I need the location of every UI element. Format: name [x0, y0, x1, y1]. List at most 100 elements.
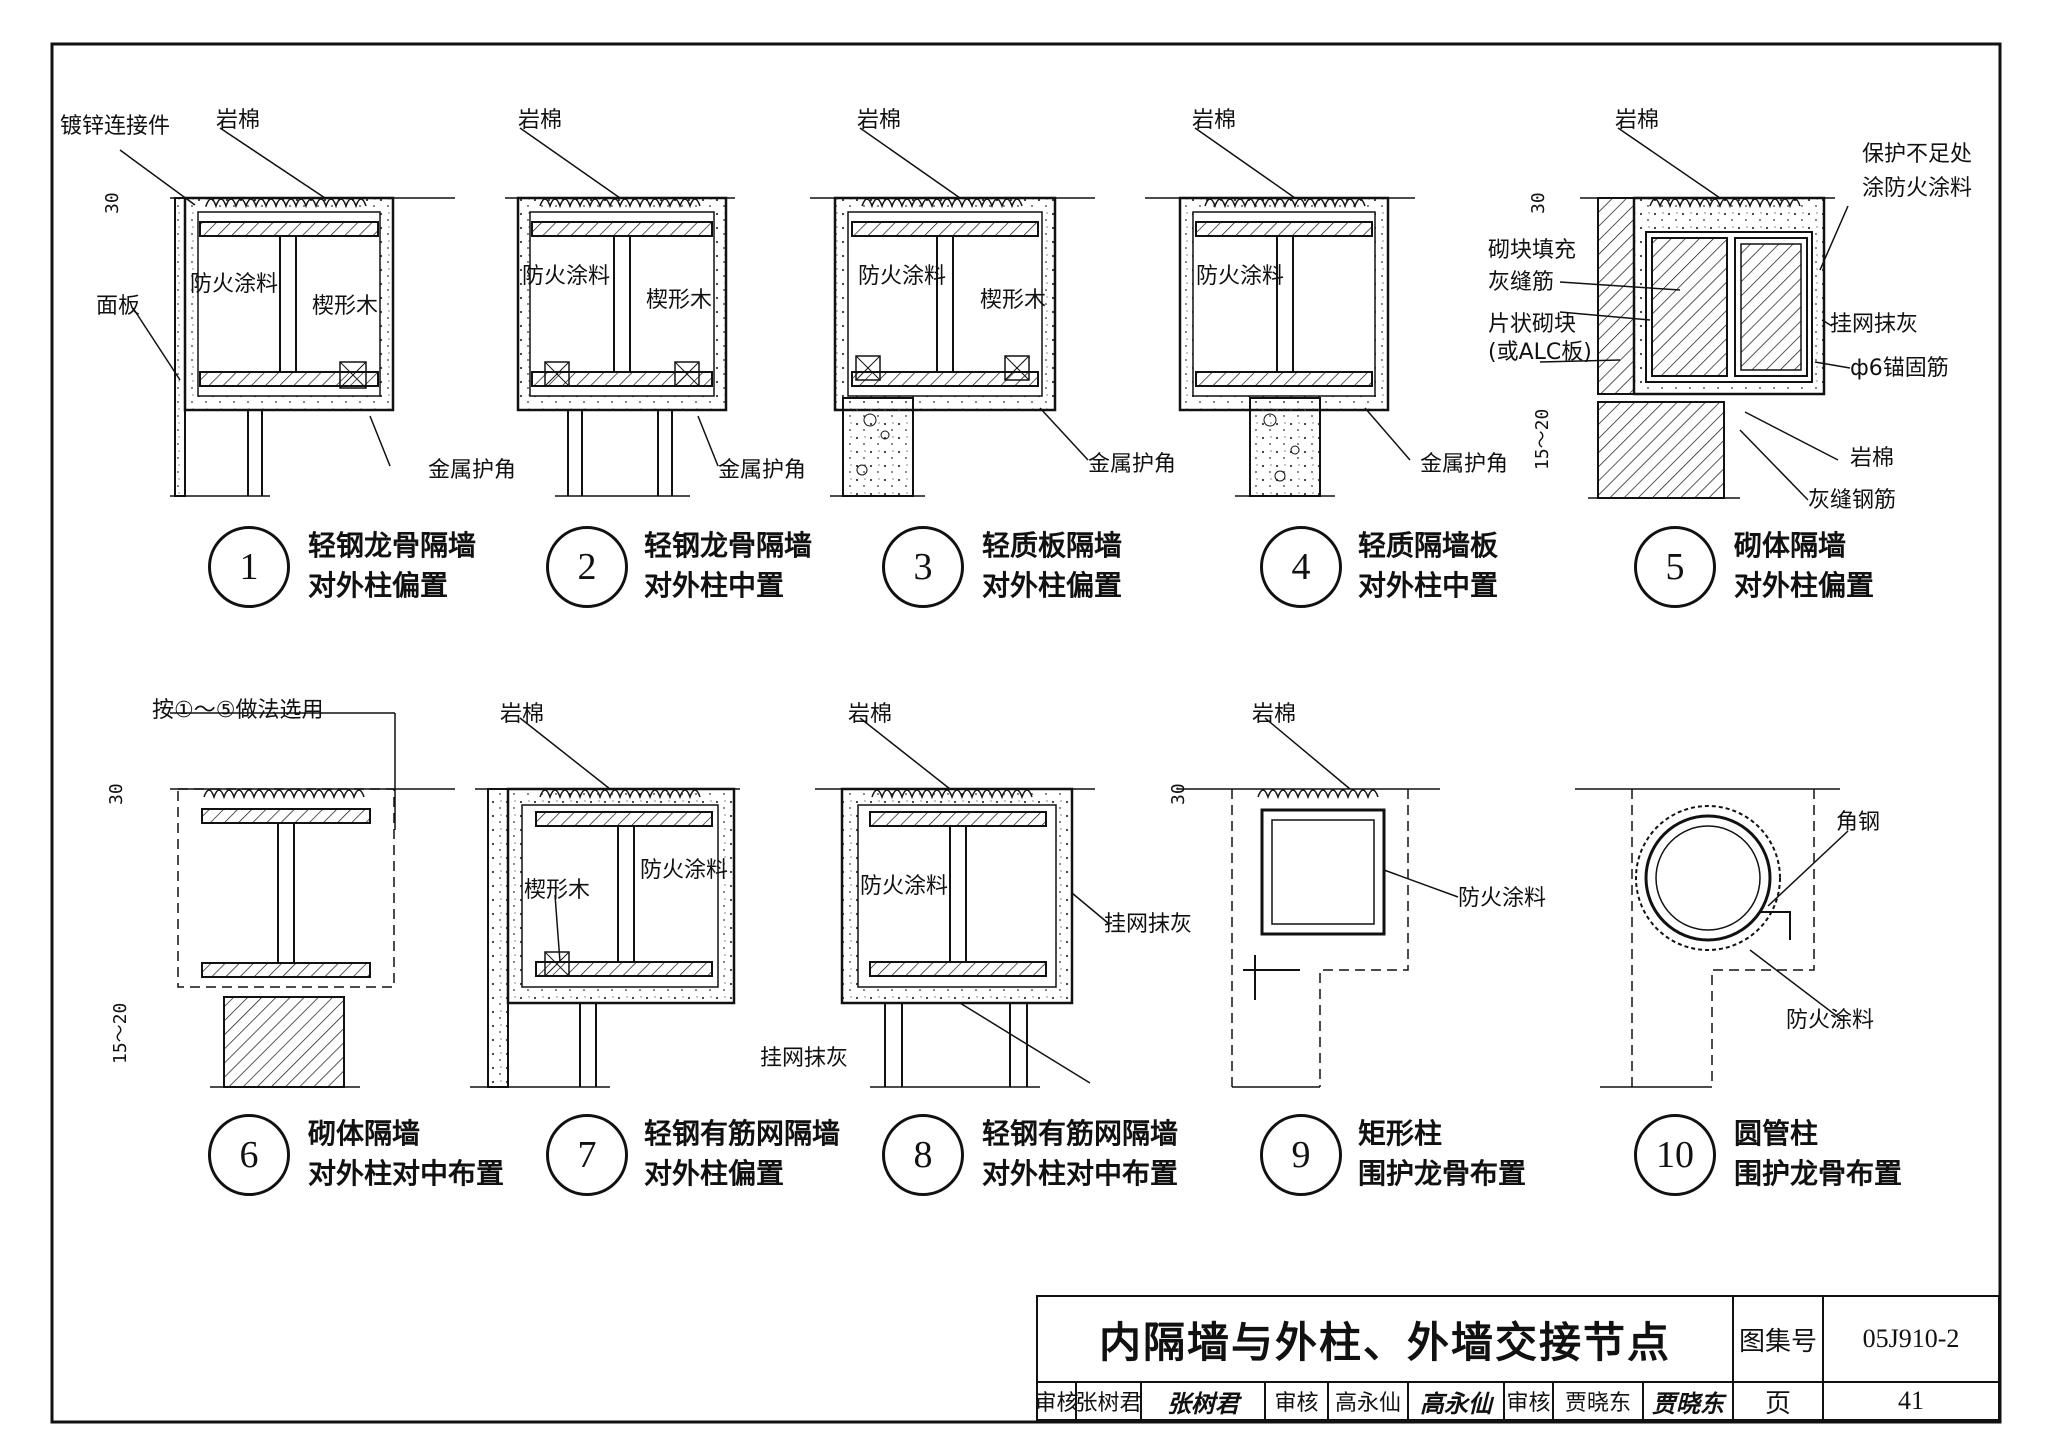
- label-fire-coating-10: 防火涂料: [1786, 1008, 1875, 1033]
- detail-9-drawing: [1178, 788, 1440, 1088]
- reviewer-signature-2: 高永仙: [1420, 1388, 1492, 1418]
- detail-caption-2: 轻钢龙骨隔墙对外柱中置: [644, 526, 812, 606]
- label-metal-corner-3: 金属护角: [1088, 452, 1177, 477]
- label-per-method: 按①～⑤做法选用: [152, 698, 324, 723]
- label-protect-short-1: 保护不足处: [1862, 142, 1973, 167]
- label-metal-corner-4: 金属护角: [1420, 452, 1509, 477]
- label-mesh-plaster-7: 挂网抹灰: [760, 1046, 849, 1071]
- detail-6-drawing: [170, 788, 455, 1088]
- label-rock-wool-2: 岩棉: [518, 108, 563, 133]
- dim-1520-detail-6: 15～20: [110, 1002, 131, 1064]
- review-label-2: 审核: [1274, 1391, 1319, 1416]
- detail-caption-9: 矩形柱围护龙骨布置: [1358, 1114, 1526, 1194]
- label-rock-wool-1: 岩棉: [216, 108, 261, 133]
- dim-30-detail-6: 30: [106, 783, 127, 805]
- label-rock-wool-5: 岩棉: [1615, 108, 1660, 133]
- label-metal-corner-1: 金属护角: [428, 458, 517, 483]
- label-metal-corner-2: 金属护角: [718, 458, 807, 483]
- reviewer-signature-1: 张树君: [1167, 1388, 1239, 1418]
- detail-caption-10: 圆管柱围护龙骨布置: [1734, 1114, 1902, 1194]
- detail-1-drawing: [170, 196, 455, 497]
- detail-caption-8-line2: 对外柱对中布置: [982, 1157, 1179, 1190]
- detail-number-7: 7: [546, 1114, 628, 1196]
- detail-caption-5-line2: 对外柱偏置: [1734, 569, 1875, 602]
- detail-caption-6-line1: 砌体隔墙: [308, 1117, 421, 1150]
- detail-5-drawing: [1580, 196, 1835, 499]
- label-fire-coating-2: 防火涂料: [522, 264, 611, 289]
- label-mortar-steel: 灰缝钢筋: [1808, 488, 1897, 513]
- label-fire-coating-9: 防火涂料: [1458, 886, 1547, 911]
- detail-number-2: 2: [546, 526, 628, 608]
- label-mortar-rebar: 灰缝筋: [1488, 270, 1555, 295]
- detail-caption-2-line2: 对外柱中置: [644, 569, 785, 602]
- detail-caption-8-line1: 轻钢有筋网隔墙: [982, 1117, 1179, 1150]
- label-block-fill: 砌块填充: [1488, 238, 1577, 263]
- title-block-grid: [1036, 1295, 2000, 1421]
- detail-number-1: 1: [208, 526, 290, 608]
- label-fire-coating-7: 防火涂料: [640, 858, 729, 883]
- label-sheet-block: 片状砌块: [1488, 312, 1577, 337]
- label-fire-coating-3: 防火涂料: [858, 264, 947, 289]
- atlas-number: 05J910-2: [1862, 1324, 1960, 1353]
- detail-2-drawing: [505, 196, 735, 497]
- label-rock-wool-3: 岩棉: [857, 108, 902, 133]
- label-wedge-wood-2: 楔形木: [646, 288, 713, 313]
- label-rock-wool-8: 岩棉: [848, 702, 893, 727]
- detail-3-drawing: [810, 196, 1095, 497]
- sheet-title: 内隔墙与外柱、外墙交接节点: [1098, 1317, 1671, 1367]
- detail-caption-1: 轻钢龙骨隔墙对外柱偏置: [308, 526, 476, 606]
- detail-caption-7-line1: 轻钢有筋网隔墙: [644, 1117, 841, 1150]
- detail-number-8: 8: [882, 1114, 964, 1196]
- detail-caption-3-line1: 轻质板隔墙: [982, 529, 1123, 562]
- detail-number-5: 5: [1634, 526, 1716, 608]
- detail-number-6: 6: [208, 1114, 290, 1196]
- label-fire-coating-1: 防火涂料: [190, 272, 279, 297]
- detail-caption-4-line2: 对外柱中置: [1358, 569, 1499, 602]
- label-angle-steel: 角钢: [1836, 810, 1881, 835]
- label-mesh-plaster-8: 挂网抹灰: [1104, 912, 1193, 937]
- label-fire-coating-8: 防火涂料: [860, 874, 949, 899]
- dim-30-detail-9: 30: [1168, 783, 1189, 805]
- reviewer-name-2: 高永仙: [1334, 1391, 1401, 1416]
- label-wedge-wood-3: 楔形木: [980, 288, 1047, 313]
- detail-8-drawing: [815, 787, 1095, 1088]
- reviewer-signature-3: 贾晓东: [1652, 1388, 1724, 1418]
- label-wedge-wood-1: 楔形木: [312, 294, 379, 319]
- label-alc-note: (或ALC板): [1488, 340, 1592, 365]
- label-anchor-rebar: ф6锚固筋: [1850, 356, 1949, 381]
- detail-caption-9-line2: 围护龙骨布置: [1358, 1157, 1527, 1190]
- dim-1520-detail-5: 15～20: [1532, 408, 1553, 470]
- label-rock-wool-5b: 岩棉: [1850, 446, 1895, 471]
- leader-lines: [119, 127, 1851, 1084]
- detail-caption-3: 轻质板隔墙对外柱偏置: [982, 526, 1122, 606]
- dim-30-detail-1: 30: [102, 192, 123, 214]
- page-label: 页: [1764, 1388, 1791, 1419]
- review-label-3: 审核: [1506, 1391, 1551, 1416]
- detail-number-3: 3: [882, 526, 964, 608]
- label-panel: 面板: [96, 294, 141, 319]
- detail-caption-1-line2: 对外柱偏置: [308, 569, 449, 602]
- detail-caption-10-line1: 圆管柱: [1734, 1117, 1819, 1150]
- review-label-1: 审核: [1034, 1391, 1079, 1416]
- detail-caption-2-line1: 轻钢龙骨隔墙: [644, 529, 813, 562]
- detail-caption-6: 砌体隔墙对外柱对中布置: [308, 1114, 504, 1194]
- detail-caption-8: 轻钢有筋网隔墙对外柱对中布置: [982, 1114, 1178, 1194]
- detail-caption-7-line2: 对外柱偏置: [644, 1157, 785, 1190]
- label-rock-wool-9: 岩棉: [1252, 702, 1297, 727]
- detail-caption-3-line2: 对外柱偏置: [982, 569, 1123, 602]
- detail-caption-7: 轻钢有筋网隔墙对外柱偏置: [644, 1114, 840, 1194]
- page-number: 41: [1898, 1386, 1924, 1415]
- label-fire-coating-4: 防火涂料: [1196, 264, 1285, 289]
- detail-caption-9-line1: 矩形柱: [1358, 1117, 1443, 1150]
- detail-7-drawing: [470, 787, 740, 1088]
- label-rock-wool-7: 岩棉: [500, 702, 545, 727]
- detail-caption-5-line1: 砌体隔墙: [1734, 529, 1847, 562]
- label-wedge-wood-7: 楔形木: [524, 878, 591, 903]
- reviewer-name-1: 张树君: [1075, 1391, 1142, 1416]
- atlas-label: 图集号: [1738, 1326, 1817, 1357]
- drawing-frame: [50, 42, 2002, 1424]
- detail-caption-10-line2: 围护龙骨布置: [1734, 1157, 1903, 1190]
- detail-caption-4: 轻质隔墙板对外柱中置: [1358, 526, 1498, 606]
- detail-number-4: 4: [1260, 526, 1342, 608]
